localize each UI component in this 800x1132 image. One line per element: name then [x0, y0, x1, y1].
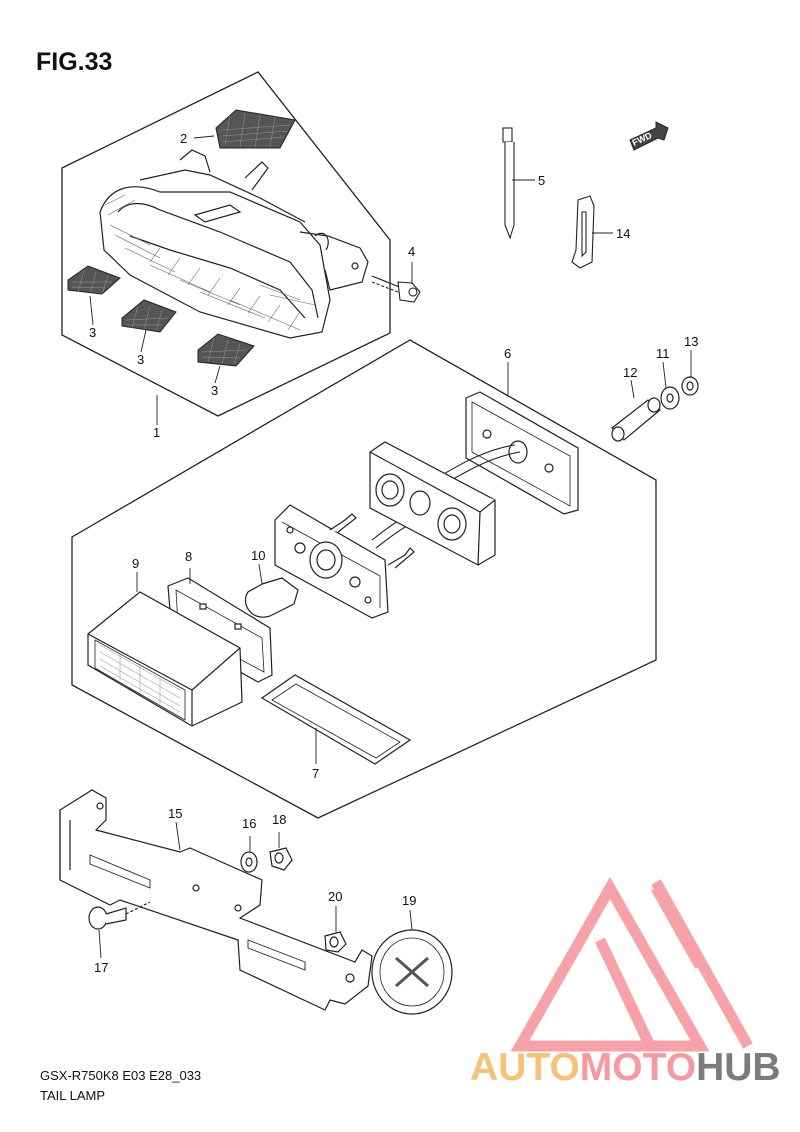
callout-10: 10 [251, 548, 265, 563]
part-reflector-side-1 [67, 265, 121, 295]
fwd-arrow-icon [629, 121, 669, 151]
callout-6: 6 [504, 346, 511, 361]
callout-7: 7 [312, 766, 319, 781]
callout-4: 4 [408, 244, 415, 259]
callout-3b: 3 [137, 352, 144, 367]
model-code: GSX-R750K8 E03 E28_033 [40, 1068, 202, 1083]
watermark-part-hub: HUB [696, 1046, 781, 1089]
callout-labels: 1 2 3 3 3 4 5 6 7 8 9 10 11 12 13 14 15 … [89, 131, 698, 975]
watermark-text: AUTOMOTOHUB [470, 1046, 781, 1090]
leader-lines [89, 135, 692, 959]
part-lower-nut [324, 931, 347, 953]
part-license-bracket [59, 789, 373, 1011]
callout-16: 16 [242, 816, 256, 831]
callout-5: 5 [538, 173, 545, 188]
callout-3a: 3 [89, 325, 96, 340]
watermark-part-auto: AUTO [470, 1046, 580, 1089]
part-nut [681, 376, 699, 396]
part-lens [87, 591, 243, 727]
part-reflector-side-3 [197, 333, 255, 367]
callout-20: 20 [328, 889, 342, 904]
callout-18: 18 [272, 812, 286, 827]
figure-title: FIG.33 [36, 48, 113, 76]
part-washer [660, 386, 680, 410]
callout-17: 17 [94, 960, 108, 975]
part-collar [611, 397, 661, 442]
part-reflector-top [215, 109, 296, 149]
part-reflector-side-2 [121, 299, 177, 333]
part-tail-lamp-assembly [99, 149, 369, 339]
automotohub-logo-icon [510, 876, 753, 1052]
part-bolt [371, 275, 421, 303]
callout-12: 12 [623, 365, 637, 380]
figure-name: TAIL LAMP [40, 1088, 106, 1103]
part-cable-tie [502, 127, 515, 240]
part-bracket-nut [269, 847, 293, 871]
part-bracket-washer [240, 851, 258, 873]
part-socket-plate [274, 504, 415, 619]
part-bulb [244, 577, 299, 618]
part-cap [371, 929, 453, 1015]
callout-2: 2 [180, 131, 187, 146]
part-clamp [571, 195, 595, 269]
part-lamp-housing [369, 441, 496, 566]
group-box-license-lamp [71, 339, 657, 819]
callout-13: 13 [684, 334, 698, 349]
callout-19: 19 [402, 893, 416, 908]
watermark-part-moto: MOTO [579, 1046, 697, 1089]
callout-1: 1 [153, 425, 160, 440]
callout-9: 9 [132, 556, 139, 571]
callout-8: 8 [185, 549, 192, 564]
part-bottom-gasket [260, 674, 412, 765]
part-screw [88, 901, 151, 930]
callout-11: 11 [656, 346, 670, 361]
callout-3c: 3 [211, 383, 218, 398]
part-gasket-plate [465, 391, 579, 515]
callout-14: 14 [616, 226, 630, 241]
callout-15: 15 [168, 806, 182, 821]
group-box-tail-lamp-assembly [61, 71, 391, 417]
